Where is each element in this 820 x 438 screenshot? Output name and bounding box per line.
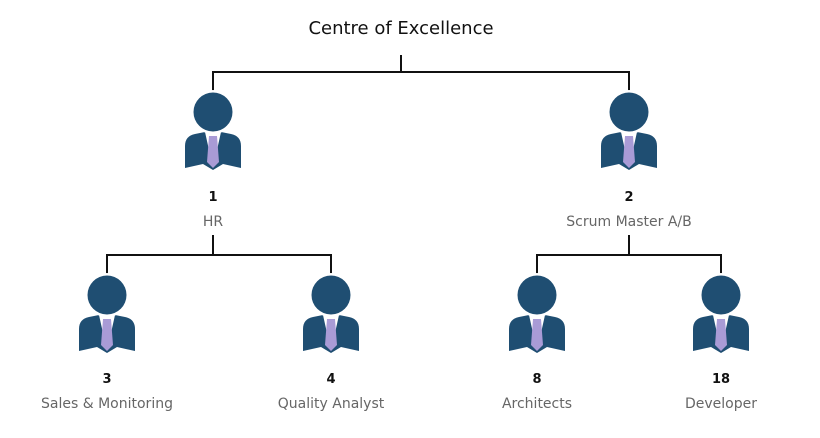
person-icon <box>509 273 565 353</box>
root-connector <box>212 55 630 92</box>
node-label: Scrum Master A/B <box>566 214 692 230</box>
node-number: 18 <box>711 372 731 387</box>
person-icon <box>185 90 241 170</box>
scrum-connector <box>536 235 722 275</box>
person-icon <box>693 273 749 353</box>
node-number: 8 <box>532 372 542 387</box>
node-label: Developer <box>684 396 757 412</box>
node-label: Quality Analyst <box>277 396 385 412</box>
node-label: Sales & Monitoring <box>41 396 173 412</box>
person-icon <box>601 90 657 170</box>
person-icon <box>303 273 359 353</box>
hr-connector <box>106 235 332 275</box>
node-label: Architects <box>501 396 573 412</box>
node-number: 4 <box>326 372 336 387</box>
person-icon <box>79 273 135 353</box>
node-label: HR <box>202 214 224 230</box>
diagram-title: Centre of Excellence <box>308 18 494 39</box>
node-number: 1 <box>208 190 218 205</box>
node-number: 2 <box>624 190 634 205</box>
node-number: 3 <box>102 372 112 387</box>
